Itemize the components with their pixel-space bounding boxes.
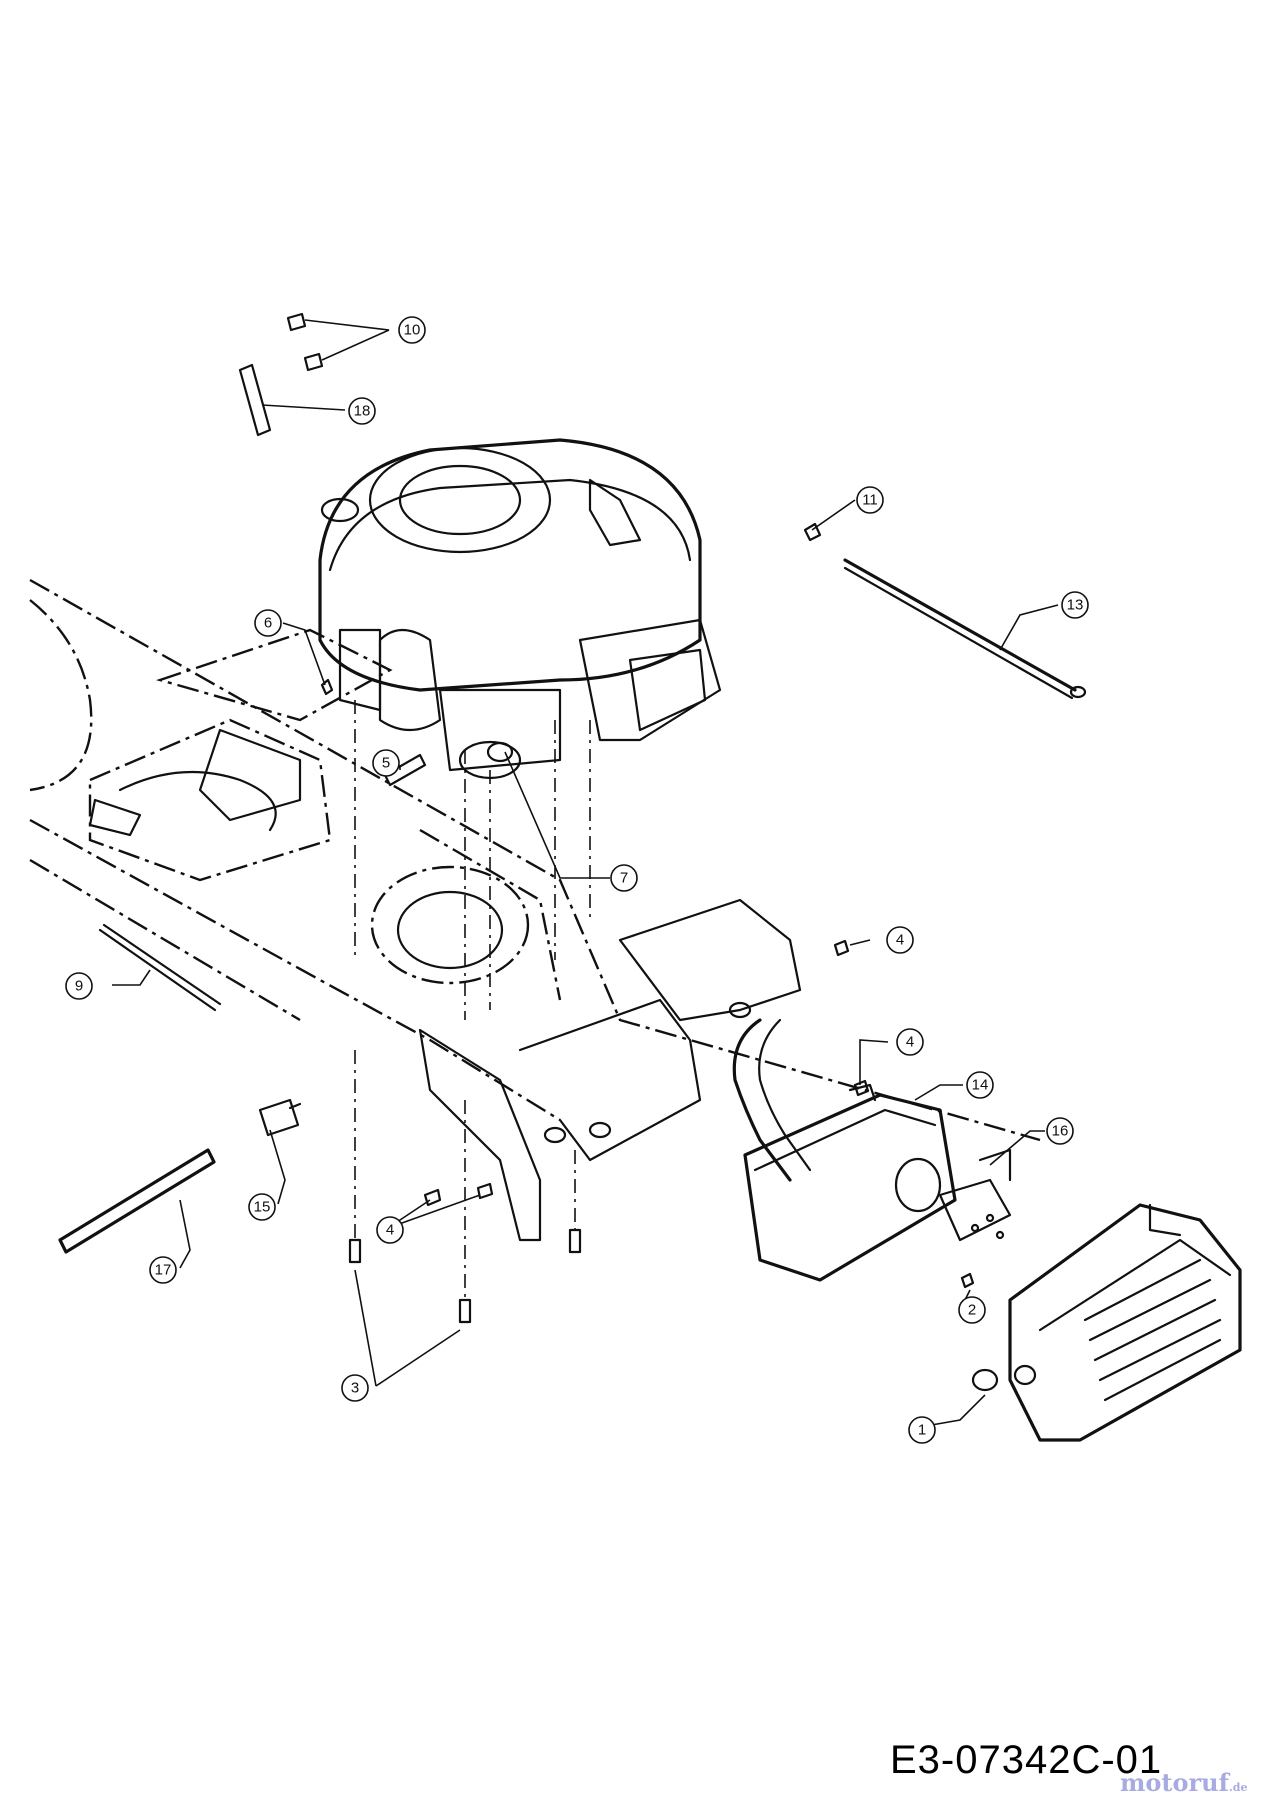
callout-18: 18 — [348, 397, 376, 425]
alignment-lines — [354, 700, 591, 1300]
svg-text:13: 13 — [1067, 597, 1084, 614]
callout-2: 2 — [958, 1296, 986, 1324]
callout-6: 6 — [254, 609, 282, 637]
svg-text:17: 17 — [155, 1262, 172, 1279]
drawing-number: E3-07342C-01 — [890, 1738, 1163, 1782]
tractor-frame — [29, 578, 1041, 1142]
svg-text:3: 3 — [351, 1380, 359, 1397]
svg-text:1: 1 — [918, 1422, 926, 1439]
leader-lines — [112, 319, 1059, 1428]
svg-text:11: 11 — [862, 492, 878, 509]
svg-text:14: 14 — [972, 1077, 989, 1094]
callout-9: 9 — [65, 972, 93, 1000]
callout-10: 10 — [398, 316, 426, 344]
svg-text:6: 6 — [264, 615, 272, 632]
watermark-text: motoruf — [1120, 1768, 1229, 1797]
svg-text:2: 2 — [968, 1302, 976, 1319]
callout-1: 1 — [908, 1416, 936, 1444]
callout-13: 13 — [1061, 591, 1089, 619]
engine — [318, 438, 722, 780]
callout-4-muffler: 4 — [896, 1028, 924, 1056]
exhaust-tip — [938, 1148, 1012, 1242]
svg-text:4: 4 — [896, 932, 904, 949]
svg-text:18: 18 — [354, 403, 371, 420]
svg-text:7: 7 — [620, 870, 628, 887]
callout-7: 7 — [610, 864, 638, 892]
callout-5: 5 — [372, 749, 400, 777]
svg-text:4: 4 — [906, 1034, 914, 1051]
heat-shield — [971, 1203, 1242, 1442]
callout-17: 17 — [149, 1256, 177, 1284]
svg-text:4: 4 — [386, 1222, 394, 1239]
watermark-suffix: .de — [1228, 1781, 1248, 1794]
muffler — [743, 1083, 957, 1282]
svg-text:9: 9 — [75, 978, 83, 995]
callout-16: 16 — [1046, 1117, 1074, 1145]
svg-text:15: 15 — [254, 1199, 271, 1216]
engine-mount-bracket — [418, 898, 802, 1242]
svg-text:5: 5 — [382, 755, 390, 772]
callout-4-upper-right: 4 — [886, 926, 914, 954]
callout-15: 15 — [248, 1193, 276, 1221]
svg-text:16: 16 — [1052, 1123, 1069, 1140]
callout-11: 11 — [856, 486, 884, 514]
callout-3: 3 — [341, 1374, 369, 1402]
exhaust-pipe — [732, 1018, 812, 1182]
callout-4-lower-left: 4 — [376, 1216, 404, 1244]
watermark-logo: motoruf.de — [1120, 1768, 1247, 1797]
svg-text:10: 10 — [404, 322, 421, 339]
callout-14: 14 — [966, 1071, 994, 1099]
dipstick-tube — [843, 558, 1087, 700]
small-parts — [58, 312, 975, 1324]
